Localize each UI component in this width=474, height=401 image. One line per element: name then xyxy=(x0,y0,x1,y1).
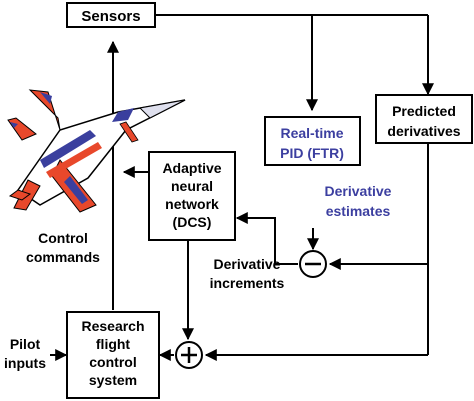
control-commands-line1: Control xyxy=(38,230,88,246)
adaptive-label-line3: network xyxy=(165,196,219,212)
node-research-flight-control: Research flight control system xyxy=(66,311,160,399)
research-label-line3: control xyxy=(89,354,136,370)
derivative-estimates-line1: Derivative xyxy=(325,183,392,199)
label-pilot-inputs: Pilot inputs xyxy=(4,336,46,371)
pilot-inputs-line1: Pilot xyxy=(10,336,41,352)
node-adaptive-network: Adaptive neural network (DCS) xyxy=(148,151,236,241)
edge-minus-to-adaptive xyxy=(235,212,298,265)
node-predicted-derivatives: Predicted derivatives xyxy=(375,94,473,144)
node-realtime-pid: Real-time PID (FTR) xyxy=(264,116,361,166)
adaptive-label-line4: (DCS) xyxy=(173,214,212,230)
node-sensors: Sensors xyxy=(66,2,156,28)
edges xyxy=(50,14,434,361)
control-commands-line2: commands xyxy=(26,249,100,265)
fighter-jet-icon xyxy=(7,89,186,213)
research-label-line1: Research xyxy=(81,318,144,334)
plus-junction xyxy=(175,341,203,369)
sensors-label: Sensors xyxy=(81,8,140,25)
derivative-increments-line2: increments xyxy=(210,275,285,291)
predicted-label-line1: Predicted xyxy=(392,103,456,119)
pilot-inputs-line2: inputs xyxy=(4,355,46,371)
label-control-commands: Control commands xyxy=(26,230,100,265)
pid-label-line1: Real-time xyxy=(280,125,343,141)
derivative-estimates-line2: estimates xyxy=(326,203,391,219)
research-label-line2: flight xyxy=(96,336,131,352)
adaptive-label-line1: Adaptive xyxy=(162,160,221,176)
label-derivative-estimates: Derivative estimates xyxy=(325,183,392,219)
predicted-label-line2: derivatives xyxy=(387,123,460,139)
minus-junction xyxy=(299,250,327,278)
research-label-line4: system xyxy=(89,372,137,388)
adaptive-label-line2: neural xyxy=(171,178,213,194)
derivative-increments-line1: Derivative xyxy=(214,256,281,272)
label-derivative-increments: Derivative increments xyxy=(210,256,285,291)
pid-label-line2: PID (FTR) xyxy=(280,145,344,161)
